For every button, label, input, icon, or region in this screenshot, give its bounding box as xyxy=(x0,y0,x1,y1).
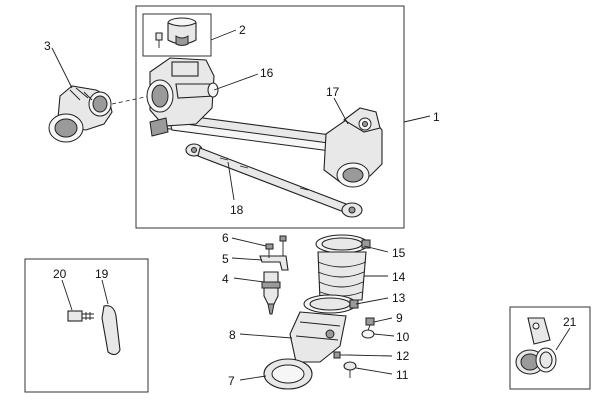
callout-labels: 1 2 3 4 5 6 7 8 9 10 11 12 13 14 15 16 1… xyxy=(44,23,577,388)
callout-4: 4 xyxy=(222,272,229,286)
callout-20: 20 xyxy=(53,267,67,281)
callout-13: 13 xyxy=(392,291,406,305)
part-3-assembly-line xyxy=(111,95,151,105)
washer-part-10 xyxy=(361,329,375,339)
linkage-rod-part-18 xyxy=(185,143,363,218)
throttle-body-frame xyxy=(135,5,405,229)
callout-21: 21 xyxy=(563,315,577,329)
intake-coupling-part-3 xyxy=(48,85,113,143)
callout-17: 17 xyxy=(326,85,340,99)
callout-8: 8 xyxy=(229,328,236,342)
callout-14: 14 xyxy=(392,270,406,284)
clamp-part-13 xyxy=(303,294,359,314)
callout-3: 3 xyxy=(44,39,51,53)
callout-16: 16 xyxy=(260,66,274,80)
part-2-inset-frame xyxy=(142,13,212,57)
callout-15: 15 xyxy=(392,246,406,260)
callout-1: 1 xyxy=(433,110,440,124)
callout-19: 19 xyxy=(95,267,109,281)
leader-lines xyxy=(51,29,571,381)
screw-part-20 xyxy=(67,310,94,322)
callout-11: 11 xyxy=(396,368,409,382)
bracket-part-5 xyxy=(259,255,289,271)
callout-12: 12 xyxy=(396,349,410,363)
gasket-part-19 xyxy=(101,305,121,356)
part-21-frame xyxy=(509,306,591,390)
rubber-boot-part-14 xyxy=(317,251,367,301)
intake-manifold-part-8 xyxy=(289,311,347,363)
fitting-part-21 xyxy=(515,317,557,375)
callout-10: 10 xyxy=(396,330,410,344)
screw-part-6 xyxy=(265,235,287,258)
callout-7: 7 xyxy=(228,374,235,388)
throttle-body-part-1 xyxy=(146,57,383,188)
cap-part-2 xyxy=(155,17,197,48)
callout-5: 5 xyxy=(222,252,229,266)
clip-part-12 xyxy=(333,351,348,359)
callout-6: 6 xyxy=(222,231,229,245)
flange-seal-part-7 xyxy=(263,358,313,390)
injector-part-4 xyxy=(261,271,281,315)
callout-2: 2 xyxy=(239,23,246,37)
parts-19-20-frame xyxy=(24,258,149,393)
screw-part-11 xyxy=(343,361,357,378)
callout-9: 9 xyxy=(396,311,403,325)
callout-18: 18 xyxy=(230,203,244,217)
clamp-part-15 xyxy=(315,234,371,254)
